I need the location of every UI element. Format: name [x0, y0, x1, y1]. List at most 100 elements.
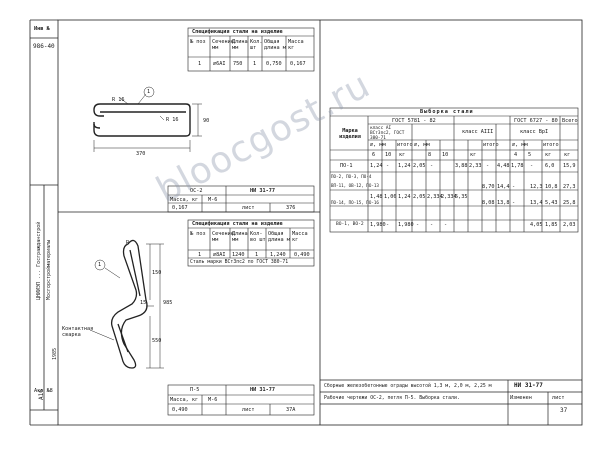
steel-gost1: ГОСТ 5781 - 82: [392, 118, 436, 124]
steel-row-3-v7: 5,35: [455, 194, 468, 200]
mid-dim-total: 985: [163, 300, 173, 306]
stamp-org: ЦНИИЭП ... Госгражданстрой: [36, 221, 42, 300]
stamp-top-sheet-label: лист: [242, 205, 255, 211]
spec-mid-h1: № поз: [190, 231, 206, 237]
title-series: НИ 31-77: [514, 382, 543, 389]
stamp-bottom-mass: 0,490: [172, 407, 188, 413]
steel-unit-4: 8: [428, 152, 432, 158]
steel-row-1-v6: 3,88: [455, 163, 468, 169]
spec-mid-h5: Общая длина м: [268, 231, 290, 243]
steel-class2: класс АIII: [462, 129, 494, 135]
spec-mid-c4: 1: [255, 252, 259, 258]
steel-sub-3: ∅, мм: [414, 142, 430, 148]
spec-mid-c5: 1,240: [270, 252, 286, 258]
steel-sub-5: ∅, мм: [512, 142, 528, 148]
spec-top-h1: № поз: [190, 39, 206, 45]
steel-row-5-v1: 1,980: [370, 222, 386, 228]
steel-row-3-v4: 2,05: [413, 194, 426, 200]
steel-row-3-v9: 14,4: [497, 184, 510, 190]
top-dim-r2: R 16: [166, 117, 179, 123]
spec-top-h5: Общая длина м: [264, 39, 286, 51]
top-pos-label: 1: [147, 89, 151, 95]
spec-mid-title: Спецификация стали на изделие: [192, 221, 283, 227]
steel-row-3-v3: 1,24: [398, 194, 411, 200]
steel-row-5-v13: 2,03: [563, 222, 576, 228]
stamp-top-code: ОС-2: [190, 188, 203, 194]
steel-sub-2: итого: [397, 142, 413, 148]
steel-row-5-v12: 1,85: [545, 222, 558, 228]
steel-row-5-v2: -: [386, 222, 390, 228]
steel-row-1-v2: -: [386, 163, 390, 169]
spec-top-c5: 0,750: [266, 61, 282, 67]
spec-top-c4: 1: [253, 61, 257, 67]
inv-number: 986-40: [33, 43, 55, 50]
steel-gost2: ГОСТ 6727 - 80: [514, 118, 558, 124]
steel-table-title: Выборка стали: [420, 109, 474, 115]
steel-class1: класс АI ВСт3пс2, ГОСТ 380-71: [370, 126, 405, 141]
spec-top-c2: ∅6АI: [213, 61, 226, 67]
steel-row-1-v7: 2,33: [469, 163, 482, 169]
spec-mid-h4: Кол-во шт: [250, 231, 266, 243]
steel-row-5-v11: 4,05: [530, 222, 543, 228]
steel-row-1-v5: -: [430, 163, 434, 169]
steel-row-1-v3: 1,24: [398, 163, 411, 169]
stamp-bottom-scale: М-6: [208, 397, 218, 403]
steel-row-4-v8: 8,08: [482, 200, 495, 206]
top-dim-h: 90: [203, 118, 210, 124]
spec-top-c3: 750: [233, 61, 243, 67]
spec-top-h2: Сечение мм: [212, 39, 234, 51]
top-dim-w: 370: [136, 151, 146, 157]
steel-row-4-mark: ПО-14, ПО-15, ПО-16: [331, 200, 379, 205]
steel-row-4-v12: 5,43: [545, 200, 558, 206]
steel-row-3-v5: 2,334: [427, 194, 443, 200]
steel-row-3-v12: 10,8: [545, 184, 558, 190]
stamp-top-sheet: 376: [286, 205, 296, 211]
steel-row-3-mark: ВП-11, ОВ-12, ПО-13: [331, 183, 379, 188]
steel-row-5-v5: -: [430, 222, 434, 228]
steel-col-mark: Марка изделия: [339, 128, 361, 140]
spec-mid-note: Сталь марки ВСт3пс2 по ГОСТ 380-71: [190, 260, 289, 265]
steel-row-1-v10: 1,78: [511, 163, 524, 169]
inv-label: Инв №: [34, 26, 50, 32]
steel-unit-2: 10: [385, 152, 392, 158]
steel-unit-6: кг: [470, 152, 477, 158]
steel-class3: класс ВрI: [520, 129, 549, 135]
steel-row-3-v1: 1,48: [370, 194, 383, 200]
mid-dim-a: 15: [140, 300, 147, 306]
steel-unit-5: 10: [442, 152, 449, 158]
spec-mid-c1: 1: [198, 252, 202, 258]
title-izm: Изменен: [510, 395, 532, 401]
steel-row-5-v3: 1,980: [398, 222, 414, 228]
mid-dim-c: 550: [152, 338, 162, 344]
spec-mid-h2: Сечение мм: [212, 231, 234, 243]
spec-mid-c2: ∅8АI: [213, 252, 226, 258]
steel-unit-8: 5: [528, 152, 532, 158]
spec-top-c1: 1: [198, 61, 202, 67]
steel-row-1-v8: -: [486, 163, 490, 169]
steel-row-1-mark: ПО-1: [340, 163, 353, 169]
steel-sub-6: итого: [543, 142, 559, 148]
spec-top-title: Спецификация стали на изделие: [192, 29, 283, 35]
steel-row-3-v8: 8,70: [482, 184, 495, 190]
stamp-bottom-series: НИ 31-77: [250, 387, 275, 393]
title-list-label: лист: [552, 395, 565, 401]
stamp-date: 1985: [52, 347, 58, 360]
stamp-top-series: НИ 31-77: [250, 188, 275, 194]
stamp-top-scale: М-6: [208, 197, 218, 203]
steel-unit-10: кг: [564, 152, 571, 158]
stamp-org-short: Мосгорстройматериалы: [46, 239, 52, 300]
stamp-top-mass: 0,167: [172, 205, 188, 211]
stamp-bottom-code: П-5: [190, 387, 200, 393]
steel-row-1-v1: 1,24: [370, 163, 383, 169]
title-line2: Рабочие чертежи ОС-2, петля П-5. Выборка…: [324, 396, 460, 401]
spec-mid-c6: 0,490: [294, 252, 310, 258]
spec-top-h4: Кол. шт: [250, 39, 263, 51]
spec-mid-h6: Масса кг: [292, 231, 308, 243]
title-sheet: 37: [560, 407, 568, 414]
steel-row-4-v10: -: [512, 200, 516, 206]
steel-row-1-v11: -: [530, 163, 534, 169]
sheet-tag: Акт №8: [34, 388, 53, 394]
steel-row-3-v6: 2,334: [441, 194, 457, 200]
stamp-bottom-mass-label: Масса, кг: [170, 397, 199, 403]
